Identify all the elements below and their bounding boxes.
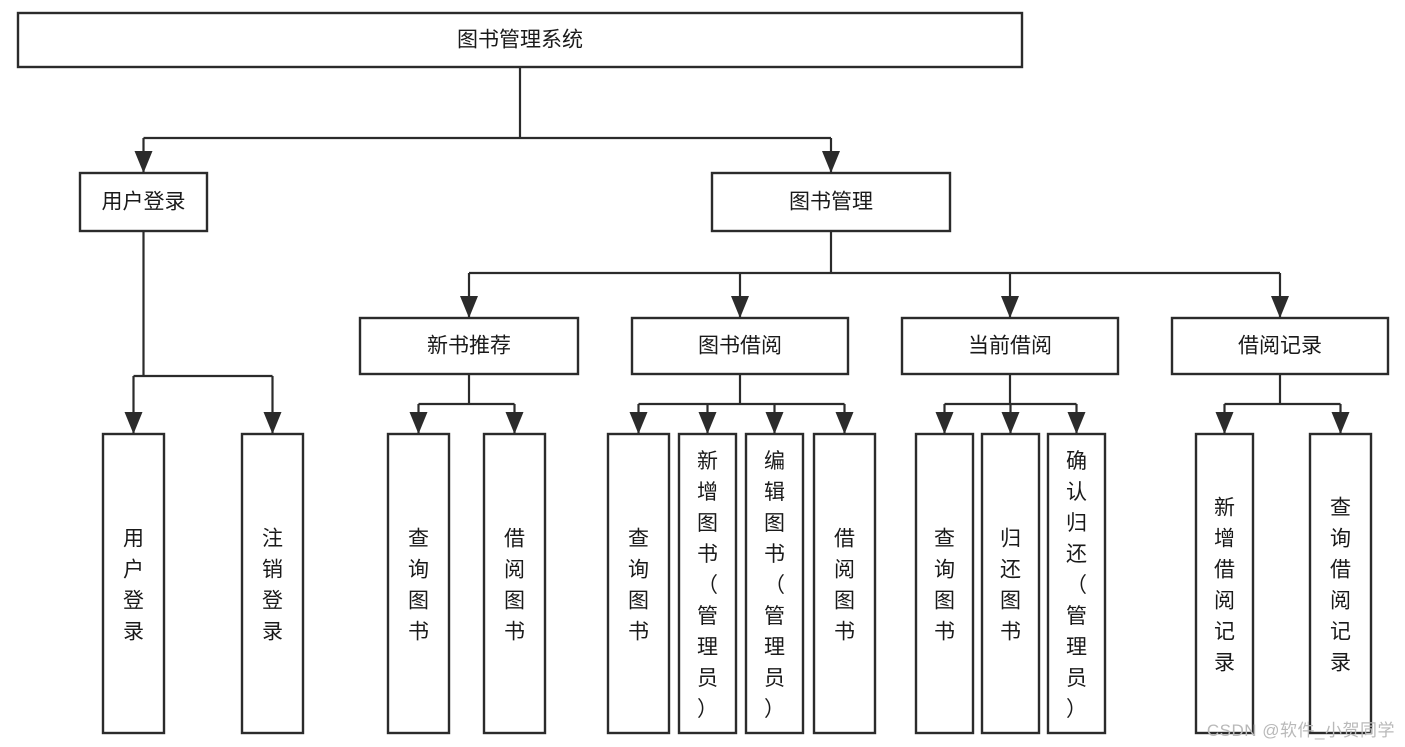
arrow-head-icon — [505, 412, 524, 434]
node-leaf-借阅图书[interactable]: 借阅图书 — [812, 432, 877, 735]
node-label: 图书借阅 — [698, 335, 782, 358]
connector-lines — [124, 67, 1350, 434]
node-level3-借阅记录[interactable]: 借阅记录 — [1170, 316, 1390, 376]
node-label: 图书管理系统 — [457, 29, 583, 52]
node-box-rect — [16, 11, 1024, 69]
arrow-head-icon — [822, 151, 840, 173]
node-box-rect — [914, 432, 975, 735]
node-leaf-新增借阅记录[interactable]: 新增借阅记录 — [1194, 432, 1255, 735]
arrow-head-icon — [1271, 296, 1289, 318]
node-box-rect — [358, 316, 580, 376]
node-label: 用户登录 — [102, 191, 186, 214]
node-box-rect — [900, 316, 1120, 376]
node-label: 查询图书 — [934, 528, 955, 644]
node-leaf-用户登录[interactable]: 用户登录 — [101, 432, 166, 735]
node-label: 当前借阅 — [968, 335, 1052, 358]
arrow-head-icon — [835, 412, 854, 434]
node-box-rect — [744, 432, 805, 735]
node-level3-当前借阅[interactable]: 当前借阅 — [900, 316, 1120, 376]
node-label: 图书管理 — [789, 191, 873, 214]
node-box-rect — [1170, 316, 1390, 376]
node-label: 借阅图书 — [504, 528, 525, 644]
node-box-rect — [606, 432, 671, 735]
node-label: 编辑图书（管理员） — [764, 450, 785, 721]
node-label: 查询借阅记录 — [1330, 497, 1351, 675]
node-level3-新书推荐[interactable]: 新书推荐 — [358, 316, 580, 376]
arrow-head-icon — [1215, 412, 1234, 434]
node-level2-图书管理[interactable]: 图书管理 — [710, 171, 952, 233]
node-label: 查询图书 — [408, 528, 429, 644]
node-box-rect — [980, 432, 1041, 735]
arrow-head-icon — [460, 296, 478, 318]
arrow-head-icon — [765, 412, 784, 434]
node-leaf-注销登录[interactable]: 注销登录 — [240, 432, 305, 735]
node-box-rect — [240, 432, 305, 735]
arrow-head-icon — [731, 296, 749, 318]
node-box-rect — [1308, 432, 1373, 735]
node-box-rect — [482, 432, 547, 735]
arrow-head-icon — [698, 412, 717, 434]
arrow-head-icon — [263, 412, 282, 434]
node-leaf-查询图书[interactable]: 查询图书 — [386, 432, 451, 735]
node-box-rect — [812, 432, 877, 735]
node-box-rect — [1194, 432, 1255, 735]
arrow-head-icon — [124, 412, 143, 434]
arrow-head-icon — [1001, 296, 1019, 318]
node-leaf-查询借阅记录[interactable]: 查询借阅记录 — [1308, 432, 1373, 735]
node-label: 确认归还（管理员） — [1066, 450, 1087, 721]
node-level2-用户登录[interactable]: 用户登录 — [78, 171, 209, 233]
node-label: 查询图书 — [628, 528, 649, 644]
node-leaf-确认归还管理员[interactable]: 确认归还（管理员） — [1046, 432, 1107, 735]
node-box-rect — [710, 171, 952, 233]
node-label: 新书推荐 — [427, 335, 511, 358]
node-box-rect — [386, 432, 451, 735]
arrow-head-icon — [935, 412, 954, 434]
node-label: 借阅记录 — [1238, 335, 1322, 358]
node-label: 注销登录 — [262, 528, 283, 644]
arrow-head-icon — [1001, 412, 1020, 434]
arrow-head-icon — [1067, 412, 1086, 434]
node-root-图书管理系统[interactable]: 图书管理系统 — [16, 11, 1024, 69]
node-box-rect — [677, 432, 738, 735]
node-leaf-新增图书管理员[interactable]: 新增图书（管理员） — [677, 432, 738, 735]
node-label: 新增图书（管理员） — [697, 450, 718, 721]
node-level3-图书借阅[interactable]: 图书借阅 — [630, 316, 850, 376]
node-boxes: 图书管理系统用户登录图书管理新书推荐图书借阅当前借阅借阅记录用户登录注销登录查询… — [16, 11, 1390, 735]
node-label: 用户登录 — [123, 528, 144, 644]
node-box-rect — [101, 432, 166, 735]
arrow-head-icon — [1331, 412, 1350, 434]
arrow-head-icon — [134, 151, 153, 173]
arrow-head-icon — [629, 412, 648, 434]
node-box-rect — [630, 316, 850, 376]
node-leaf-编辑图书管理员[interactable]: 编辑图书（管理员） — [744, 432, 805, 735]
node-label: 借阅图书 — [834, 528, 855, 644]
node-leaf-归还图书[interactable]: 归还图书 — [980, 432, 1041, 735]
node-leaf-借阅图书[interactable]: 借阅图书 — [482, 432, 547, 735]
node-leaf-查询图书[interactable]: 查询图书 — [914, 432, 975, 735]
arrow-head-icon — [409, 412, 428, 434]
node-box-rect — [78, 171, 209, 233]
node-box-rect — [1046, 432, 1107, 735]
node-leaf-查询图书[interactable]: 查询图书 — [606, 432, 671, 735]
node-label: 归还图书 — [1000, 528, 1021, 644]
node-label: 新增借阅记录 — [1214, 497, 1235, 675]
